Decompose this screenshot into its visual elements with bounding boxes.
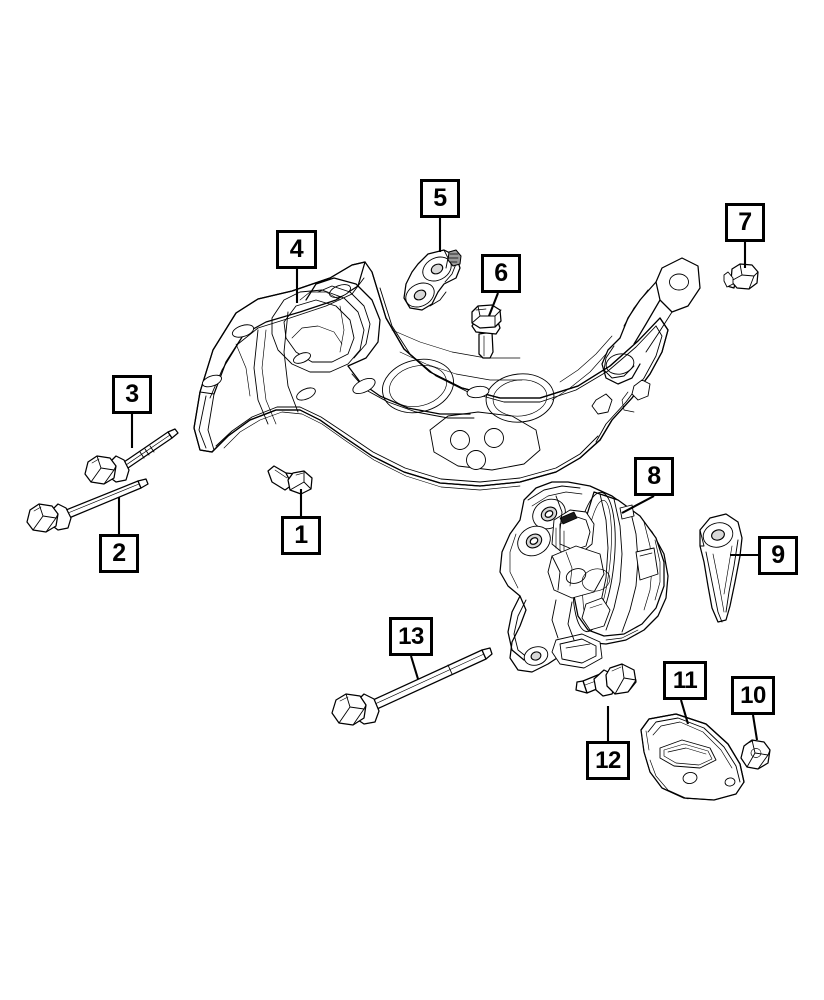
part-3-flange-bolt-long-upper: [84, 428, 179, 485]
part-8-hydraulic-engine-mount: [499, 481, 669, 673]
part-12-hex-flange-bolt-mid: [575, 663, 637, 697]
callout-8[interactable]: 8: [634, 457, 674, 496]
part-11-mount-heat-shield: [640, 713, 745, 801]
part-1-flange-bolt-short: [267, 465, 313, 495]
part-7-hex-flange-bolt-small: [723, 263, 759, 290]
part-2-flange-bolt-long-lower: [26, 478, 149, 533]
callout-11[interactable]: 11: [663, 661, 707, 700]
callout-10[interactable]: 10: [731, 676, 775, 715]
callout-12[interactable]: 12: [586, 741, 630, 780]
callout-1[interactable]: 1: [281, 516, 321, 555]
callout-7[interactable]: 7: [725, 203, 765, 242]
leader-line-6: [488, 292, 499, 317]
leader-line-10: [751, 714, 759, 741]
part-5-isolator-bushing-bracket: [403, 249, 462, 311]
leader-line-11: [679, 699, 690, 725]
callout-13[interactable]: 13: [389, 617, 433, 656]
callout-2[interactable]: 2: [99, 534, 139, 573]
leader-line-13: [409, 655, 420, 680]
part-4-crossmember-bracket: [193, 257, 701, 491]
callout-3[interactable]: 3: [112, 375, 152, 414]
callout-leader-lines: [117, 218, 759, 741]
callout-9[interactable]: 9: [758, 536, 798, 575]
part-6-hex-bolt-stud: [471, 304, 502, 359]
callout-4[interactable]: 4: [276, 230, 317, 269]
part-10-hex-nut: [740, 739, 771, 770]
callout-6[interactable]: 6: [481, 254, 521, 293]
part-9-mount-strut-bracket: [699, 513, 743, 623]
part-13-through-bolt-long: [331, 647, 493, 726]
callout-5[interactable]: 5: [420, 179, 460, 218]
leader-line-8: [621, 495, 655, 514]
